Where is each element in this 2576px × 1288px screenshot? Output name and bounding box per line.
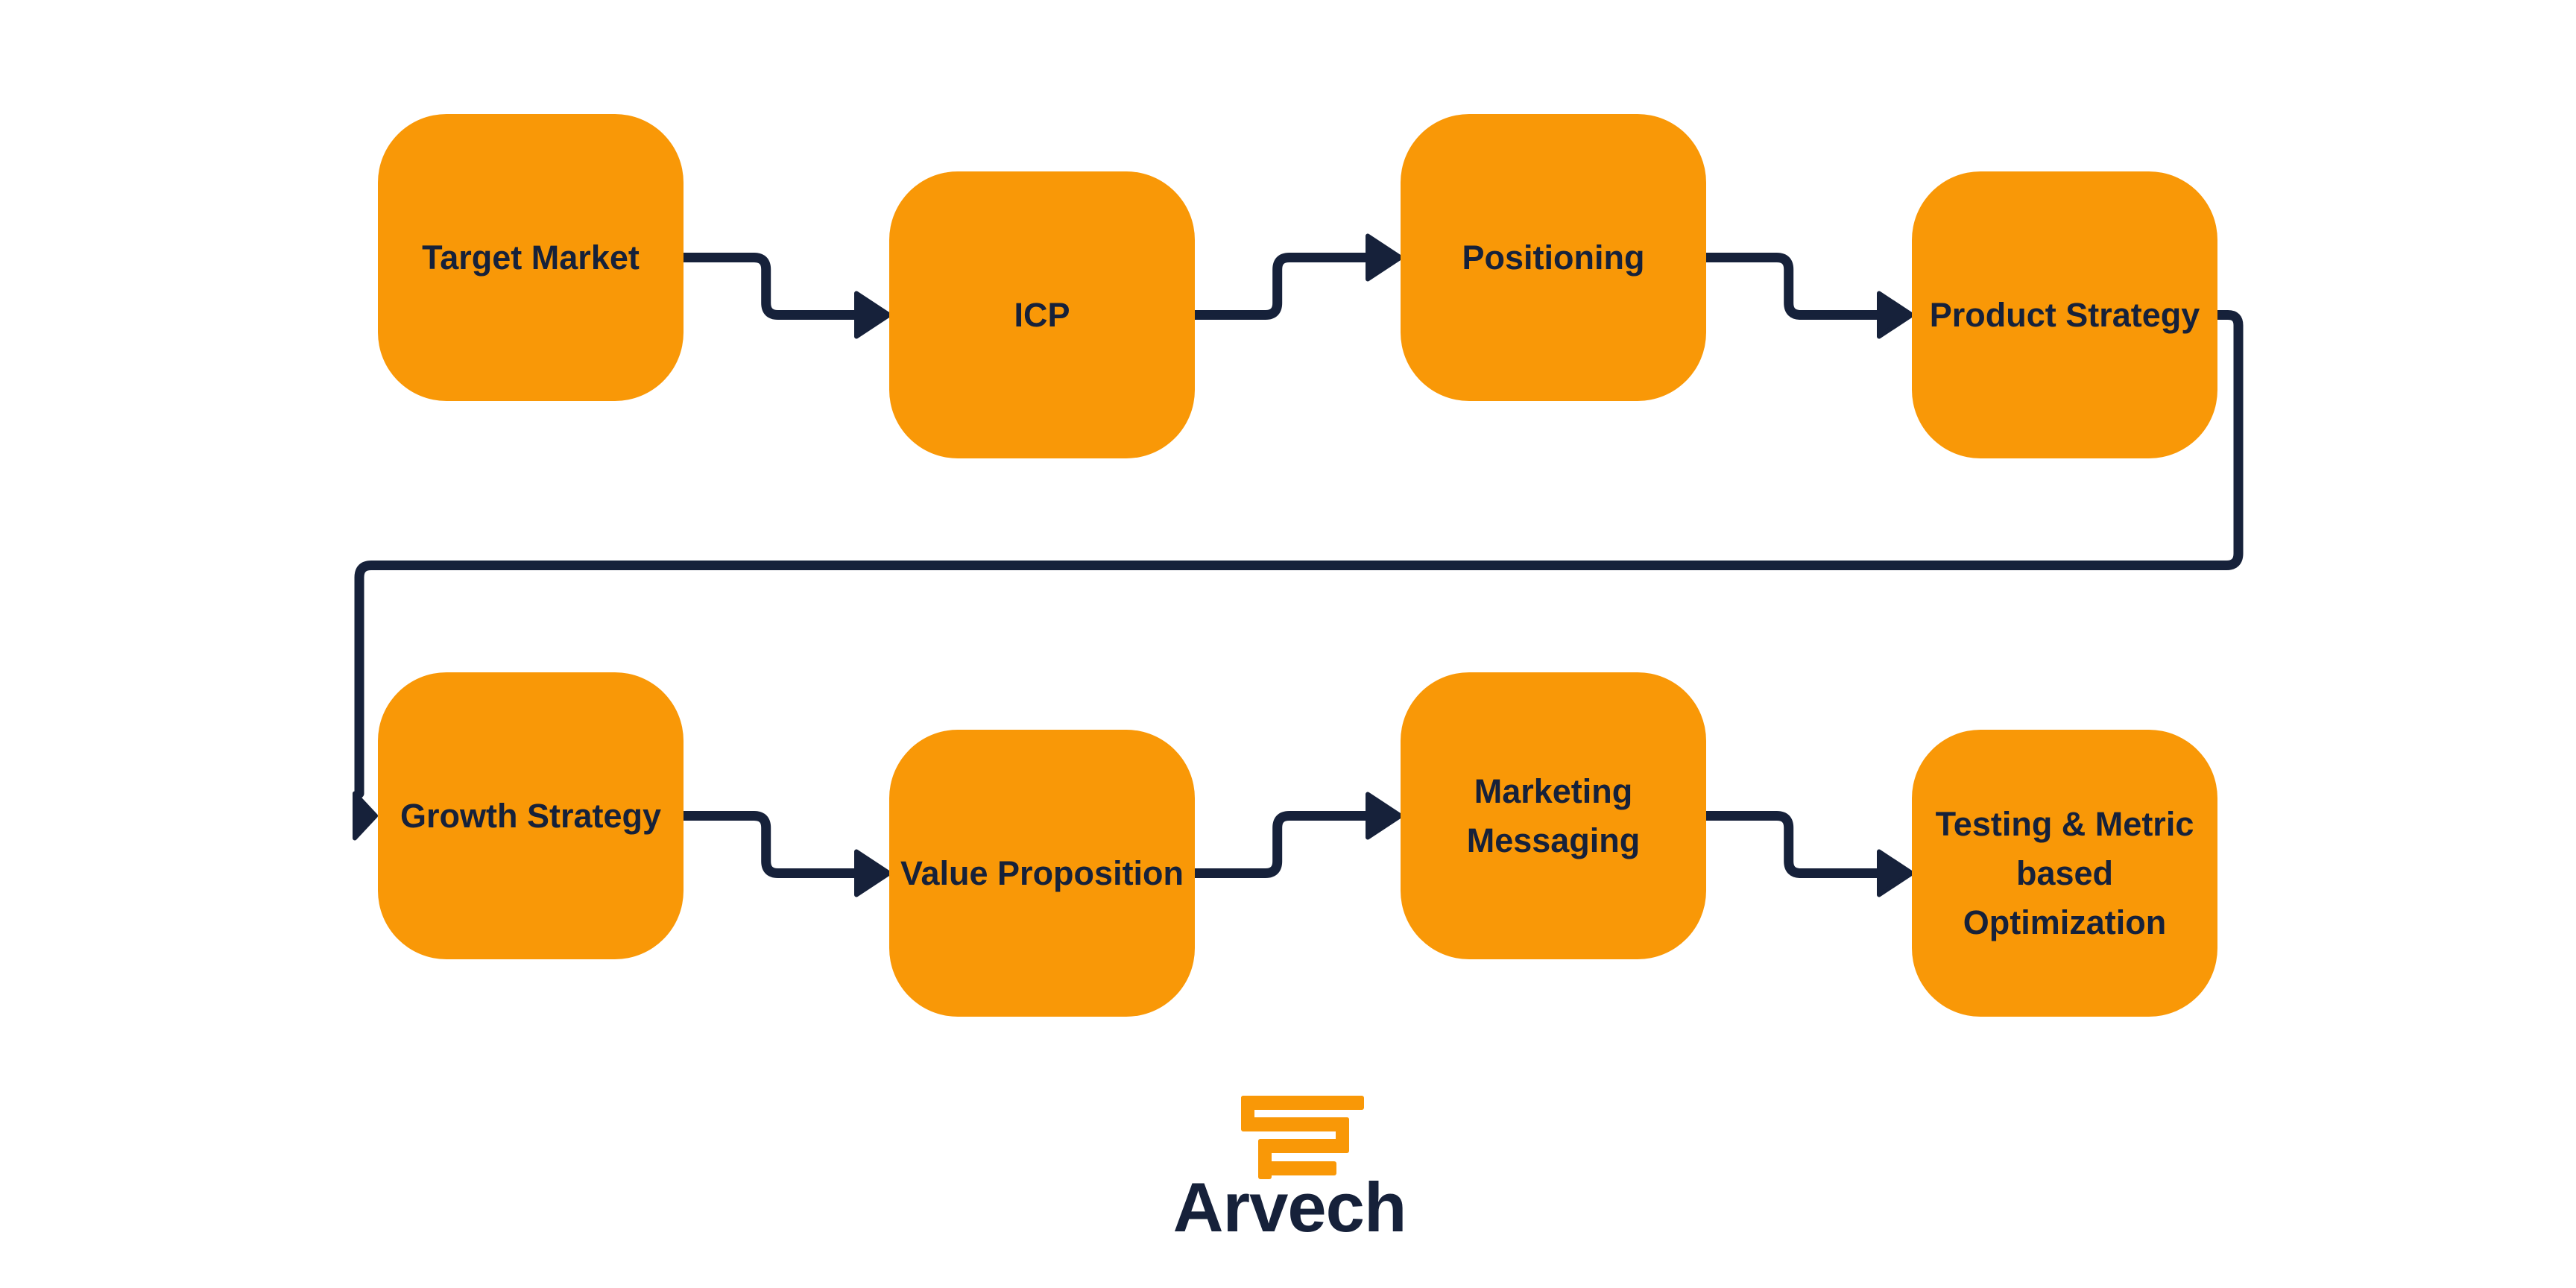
step-label-target-market: Target Market [422,238,640,277]
step-label-icp: ICP [1014,295,1070,334]
step-label-testing-metric: Testing & Metric based Optimization [1935,804,2194,941]
step-label-marketing-messaging: Marketing Messaging [1466,771,1641,859]
connector-positioning-to-product-strategy-arrowhead [1877,291,1914,339]
connector-product-strategy-to-growth-strategy-arrowhead [353,791,378,841]
step-positioning: Positioning [1401,114,1706,401]
step-target-market: Target Market [378,114,684,401]
logo-wordmark: Arvech [1172,1168,1407,1246]
connector-marketing-messaging-to-testing-metric-arrowhead [1877,849,1914,897]
step-value-proposition: Value Proposition [889,730,1195,1017]
step-label-positioning: Positioning [1462,238,1645,277]
connector-product-strategy-to-growth-strategy [354,310,2244,798]
step-marketing-messaging: Marketing Messaging [1401,672,1706,959]
connector-marketing-messaging-to-testing-metric [1701,811,1887,878]
step-label-product-strategy: Product Strategy [1929,295,2200,334]
step-testing-metric: Testing & Metric based Optimization [1912,730,2217,1017]
step-product-strategy: Product Strategy [1912,171,2217,458]
connector-value-proposition-to-marketing-messaging-arrowhead [1366,792,1403,840]
connector-target-market-to-icp [678,253,865,320]
logo: Arvech [1148,1096,1431,1245]
step-icp: ICP [889,171,1195,458]
connector-positioning-to-product-strategy [1701,253,1887,320]
stacked-bars-logo-icon [1241,1096,1364,1179]
step-label-growth-strategy: Growth Strategy [400,796,662,835]
connector-target-market-to-icp-arrowhead [854,291,891,339]
step-growth-strategy: Growth Strategy [378,672,684,959]
connector-growth-strategy-to-value-proposition-arrowhead [854,849,891,897]
connector-icp-to-positioning [1190,253,1376,320]
step-label-value-proposition: Value Proposition [900,853,1184,892]
connector-icp-to-positioning-arrowhead [1366,233,1403,282]
connector-growth-strategy-to-value-proposition [678,811,865,878]
connector-value-proposition-to-marketing-messaging [1190,811,1376,878]
